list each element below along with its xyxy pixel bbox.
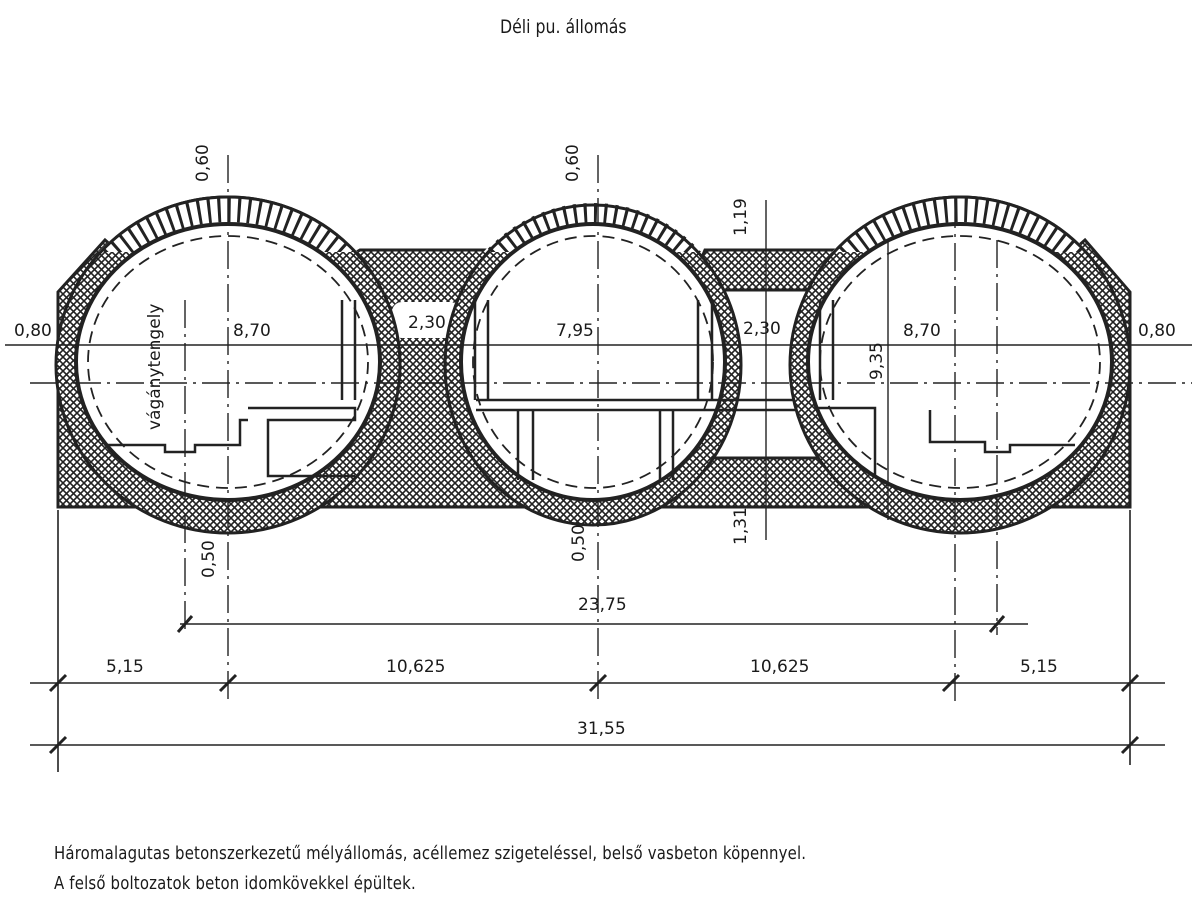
axis-label: vágánytengely	[145, 304, 165, 430]
dim-top-mid: 0,60	[563, 144, 583, 182]
dim-segment-a: 5,15	[106, 657, 144, 677]
dim-bottom-left: 0,50	[199, 540, 219, 578]
dim-width-mid: 7,95	[556, 321, 594, 341]
dim-segment-d: 5,15	[1020, 657, 1058, 677]
dim-slab-bottom: 1,31	[731, 507, 751, 545]
pillar-void	[392, 302, 460, 338]
drawing-title: Déli pu. állomás	[500, 16, 627, 38]
dim-right-edge: 0,80	[1138, 321, 1176, 341]
axis-lines	[5, 155, 1192, 772]
dim-pillar-left: 2,30	[408, 313, 446, 333]
dim-pillar-right: 2,30	[743, 319, 781, 339]
caption-line-1: Háromalagutas betonszerkezetű mélyállomá…	[54, 843, 807, 864]
dim-segment-c: 10,625	[750, 657, 809, 677]
dim-height-right: 9,35	[867, 342, 887, 380]
dim-segment-b: 10,625	[386, 657, 445, 677]
dim-width-right: 8,70	[903, 321, 941, 341]
dim-left-edge: 0,80	[14, 321, 52, 341]
caption-line-2: A felső boltozatok beton idomkövekkel ép…	[54, 873, 416, 894]
dim-bottom-mid: 0,50	[569, 524, 589, 562]
dim-slab-top: 1,19	[731, 198, 751, 236]
tunnel-middle	[443, 202, 947, 527]
dim-track-spacing: 23,75	[578, 595, 627, 615]
dim-total-width: 31,55	[577, 719, 626, 739]
tunnel-right	[788, 195, 1132, 535]
dim-top-left: 0,60	[193, 144, 213, 182]
dim-width-left: 8,70	[233, 321, 271, 341]
dimension-lines	[30, 615, 1165, 755]
